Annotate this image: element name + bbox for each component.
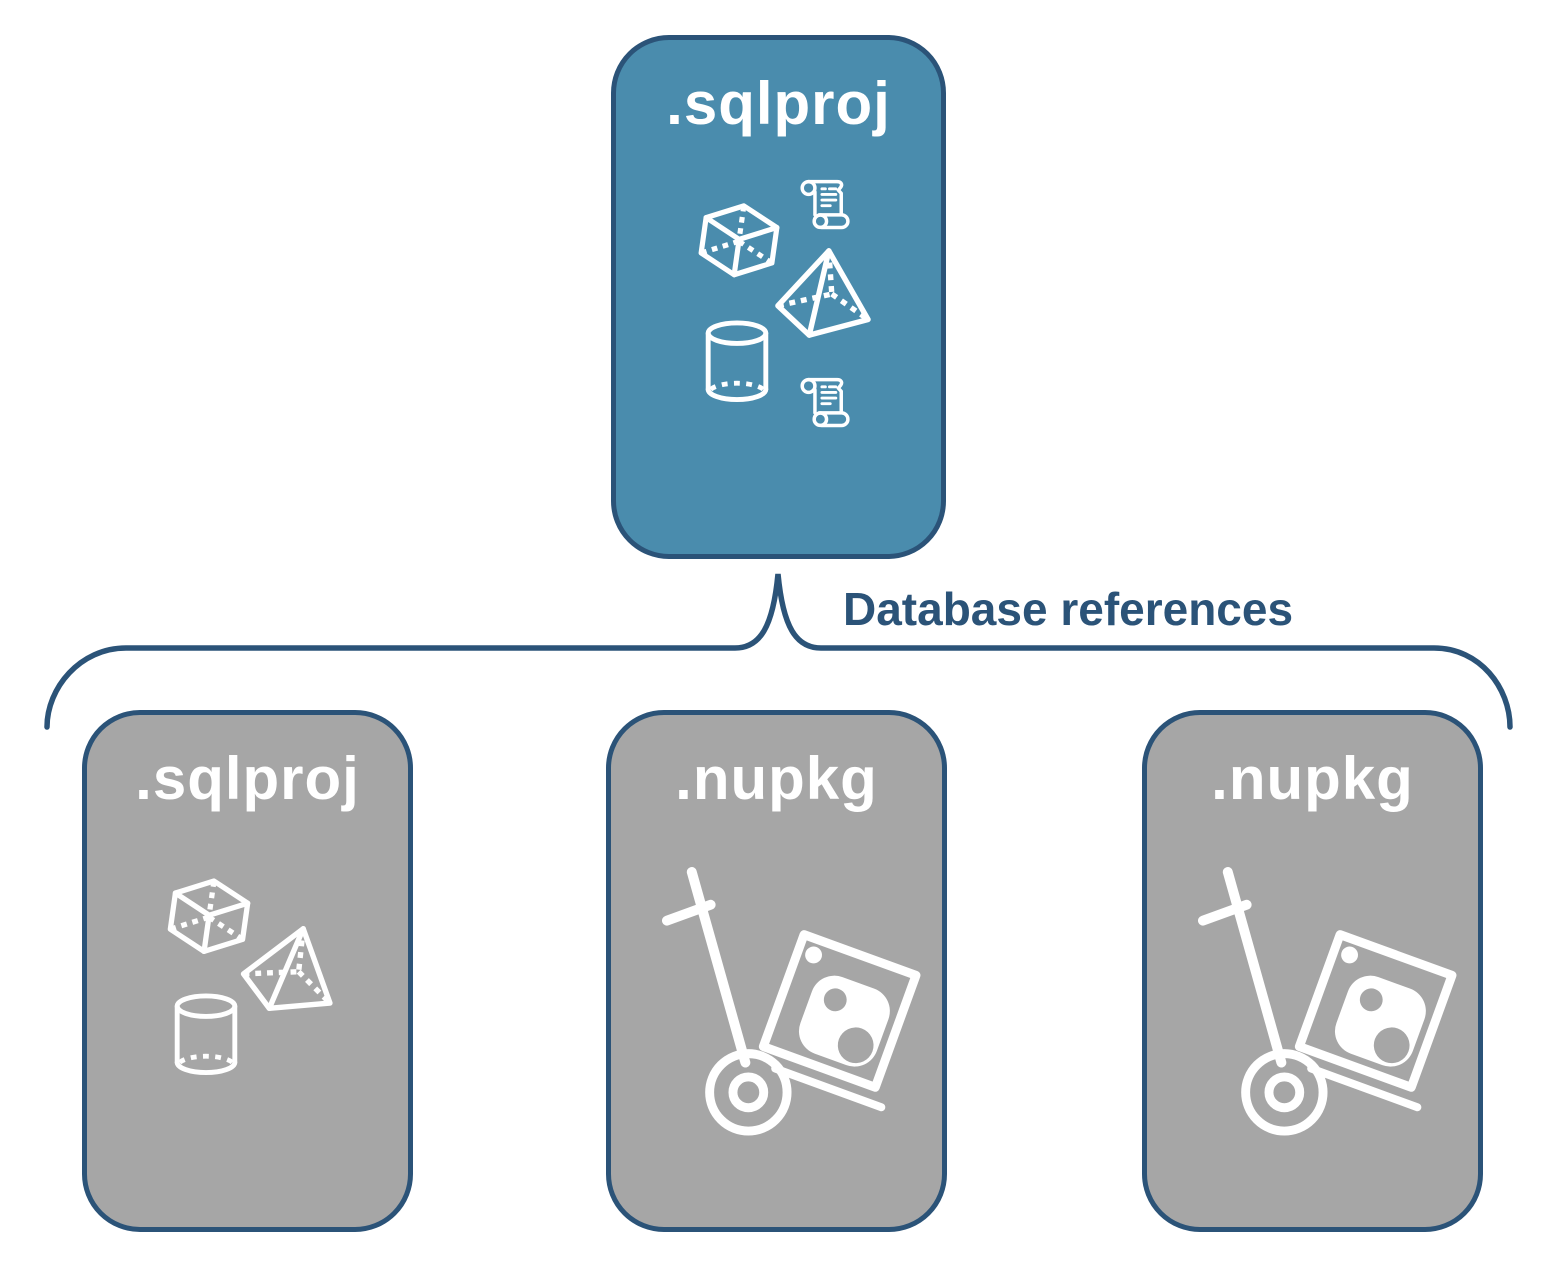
child-node-nupkg-2: .nupkg bbox=[1142, 710, 1483, 1232]
scroll-icon bbox=[800, 179, 850, 230]
cube-icon bbox=[698, 203, 780, 278]
child-node-title: .sqlproj bbox=[135, 745, 360, 812]
child-node-sqlproj: .sqlproj bbox=[82, 710, 413, 1232]
child-node-title: .nupkg bbox=[1211, 745, 1414, 812]
child-node-title: .nupkg bbox=[675, 745, 878, 812]
handtruck-package-icon bbox=[1197, 867, 1457, 1136]
root-node-sqlproj: .sqlproj bbox=[611, 35, 946, 559]
cylinder-icon bbox=[174, 993, 238, 1076]
pyramid-icon bbox=[240, 926, 333, 1012]
child-node-nupkg-1: .nupkg bbox=[606, 710, 947, 1232]
edge-label: Database references bbox=[843, 583, 1294, 635]
root-node-title: .sqlproj bbox=[666, 70, 891, 137]
pyramid-icon bbox=[775, 248, 871, 338]
handtruck-package-icon bbox=[661, 867, 921, 1136]
cylinder-icon bbox=[705, 320, 769, 403]
cube-icon bbox=[167, 878, 251, 955]
scroll-icon bbox=[800, 377, 850, 428]
